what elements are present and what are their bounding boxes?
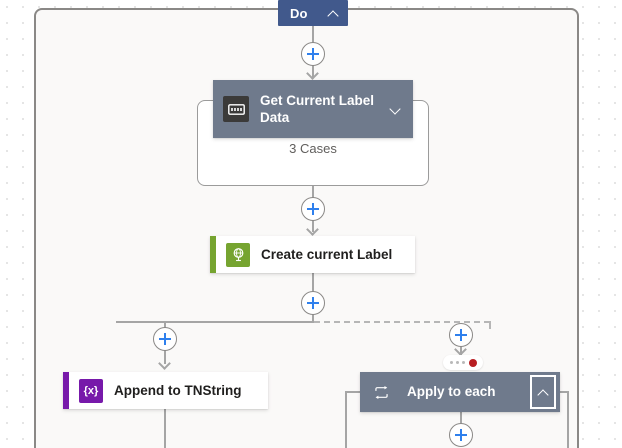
add-step-right-branch[interactable] bbox=[449, 323, 473, 347]
run-status-pill bbox=[443, 355, 483, 370]
connector-cases-to-add2 bbox=[312, 186, 314, 198]
switch-case-icon bbox=[223, 96, 249, 122]
arrow-into-create-label bbox=[307, 225, 319, 234]
connector-below-append bbox=[164, 409, 166, 448]
status-dot bbox=[449, 361, 453, 364]
scope-header-label: Do bbox=[290, 5, 308, 21]
card-accent-bar bbox=[63, 372, 69, 409]
arrow-into-switch bbox=[307, 69, 319, 78]
chevron-up-icon[interactable] bbox=[328, 8, 339, 19]
cases-count-label: 3 Cases bbox=[289, 141, 337, 156]
variable-braces-icon: {x} bbox=[79, 378, 103, 403]
action-card-title: Apply to each bbox=[407, 384, 496, 400]
chevron-up-icon[interactable] bbox=[530, 375, 556, 409]
globe-icon bbox=[226, 242, 250, 267]
connector-branch-right-horizontal bbox=[314, 321, 490, 323]
connector-foreach-left-rail bbox=[345, 391, 360, 393]
add-step-below-switch[interactable] bbox=[301, 197, 325, 221]
connector-foreach-left-down bbox=[345, 391, 347, 448]
action-card-title: Create current Label bbox=[261, 246, 393, 262]
variable-braces-glyph: {x} bbox=[83, 384, 99, 397]
loop-icon bbox=[374, 385, 389, 399]
add-step-below-do[interactable] bbox=[301, 42, 325, 66]
arrow-into-append bbox=[159, 359, 171, 368]
add-step-below-apply-to-each[interactable] bbox=[449, 423, 473, 447]
chevron-down-icon[interactable] bbox=[385, 104, 405, 115]
action-card-get-current-label-data[interactable]: Get Current Label Data bbox=[213, 80, 413, 138]
action-card-title: Append to TNString bbox=[114, 382, 242, 398]
connector-foreach-right-rail bbox=[560, 391, 569, 393]
action-card-apply-to-each[interactable]: Apply to each bbox=[360, 372, 560, 412]
add-step-left-branch[interactable] bbox=[153, 327, 177, 351]
status-dot bbox=[461, 361, 465, 364]
connector-branch-stub bbox=[312, 314, 314, 323]
connector-create-to-add3 bbox=[312, 273, 314, 292]
connector-do-to-add1 bbox=[312, 26, 314, 43]
connector-branch-left-horizontal bbox=[116, 321, 314, 323]
add-step-below-create-label[interactable] bbox=[301, 291, 325, 315]
connector-branch-left-down bbox=[164, 321, 166, 328]
connector-below-foreach bbox=[460, 412, 462, 424]
card-accent-bar bbox=[210, 236, 216, 273]
action-card-append-to-tnstring[interactable]: {x} Append to TNString bbox=[63, 372, 268, 409]
connector-branch-right-down bbox=[489, 321, 491, 329]
action-card-create-current-label[interactable]: Create current Label bbox=[210, 236, 415, 273]
connector-foreach-right-down bbox=[567, 391, 569, 448]
scope-header-do[interactable]: Do bbox=[278, 0, 348, 26]
action-card-title: Get Current Label Data bbox=[260, 92, 375, 125]
status-dot bbox=[455, 361, 459, 364]
status-error-dot bbox=[468, 358, 477, 367]
